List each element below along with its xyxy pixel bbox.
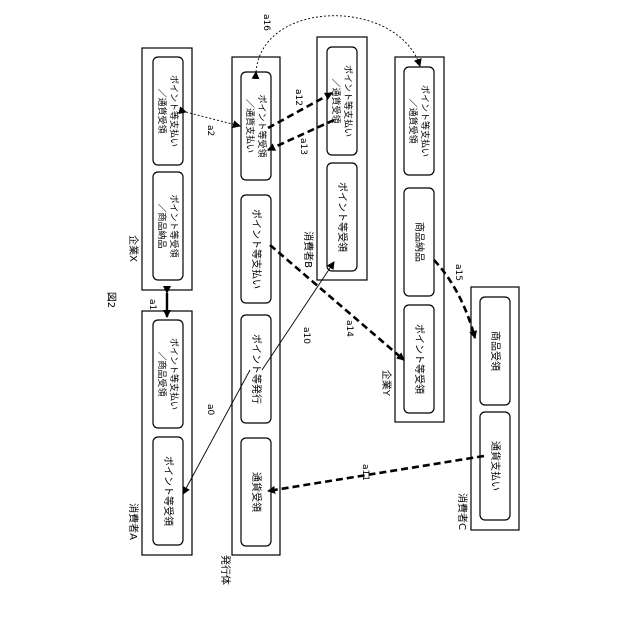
consumer-b-label: 消費者B <box>302 231 315 268</box>
arrow-a13-label: a13 <box>298 138 308 155</box>
consumer-a-node-point-receipt-text: ポイント等受領 <box>162 456 175 526</box>
arrow-a16-label: a16 <box>261 14 271 31</box>
issuer-node-currency-receipt-text: 通貨受領 <box>250 472 263 512</box>
arrow-a0-label: a0 <box>205 404 215 416</box>
arrow-a11-label: a11 <box>360 464 370 481</box>
issuer-label: 発行体 <box>219 555 232 585</box>
company-y-node-point-receipt-text: ポイント等受領 <box>413 324 426 394</box>
company-y-group: 企業Y ポイント等受領 商品納品 ポイント等支払い／通貨受領 <box>380 57 444 422</box>
consumer-a-label: 消費者A <box>127 503 140 540</box>
arrow-a15-label: a15 <box>453 264 463 281</box>
consumer-c-node-currency-pay-text: 通貨支払い <box>489 441 502 491</box>
arrow-a10 <box>262 262 334 370</box>
arrow-a14-label: a14 <box>344 320 354 337</box>
company-y-node-product-delivery-text: 商品納品 <box>413 222 426 262</box>
company-y-label: 企業Y <box>380 370 393 397</box>
consumer-c-node-product-receipt-text: 商品受領 <box>489 331 502 371</box>
company-x-label: 企業X <box>127 235 140 262</box>
issuer-node-point-payment-text: ポイント等支払い <box>250 209 263 289</box>
consumer-b-group: 消費者B ポイント等受領 ポイント等支払い／通貨受領 <box>302 37 367 280</box>
arrow-a11 <box>268 456 484 491</box>
issuer-group: 発行体 通貨受領 ポイント等発行 ポイント等支払い ポイント等受領／通貨支払い <box>219 57 280 585</box>
issuer-node-point-issue-text: ポイント等発行 <box>250 334 263 404</box>
consumer-b-node-point-receipt-text: ポイント等受領 <box>336 182 349 252</box>
consumer-c-group: 消費者C 通貨支払い 商品受領 <box>456 287 519 530</box>
arrow-a10-label: a10 <box>301 327 311 344</box>
company-x-group: 企業X ポイント等受領／商品納品 ポイント等支払い／通貨受領 <box>127 48 192 290</box>
arrow-a0 <box>183 370 250 494</box>
arrow-a1-label: a1 <box>147 299 157 310</box>
figure-title: 図2 <box>105 292 117 308</box>
arrow-a12-label: a12 <box>293 89 303 106</box>
consumer-c-label: 消費者C <box>456 493 469 530</box>
arrow-a2-label: a2 <box>205 125 215 136</box>
consumer-a-group: 消費者A ポイント等受領 ポイント等支払い／商品受領 <box>127 311 192 555</box>
